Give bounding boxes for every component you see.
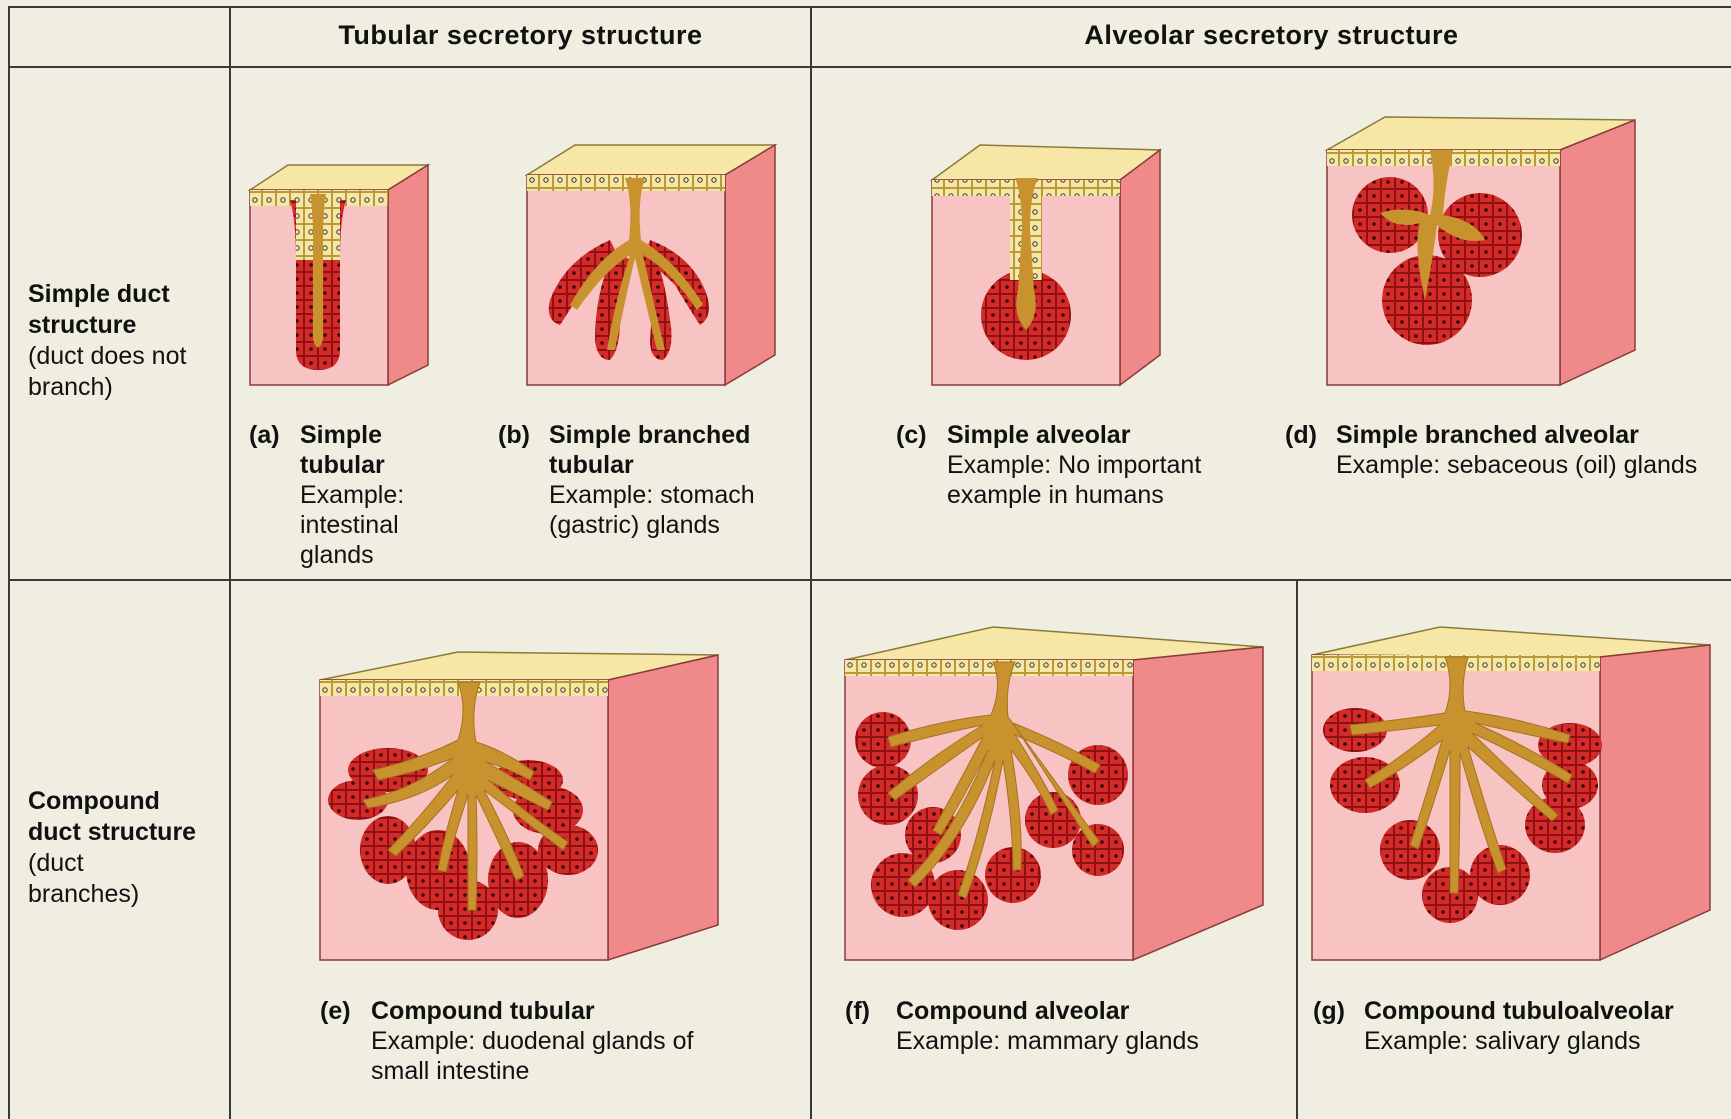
header-divider [8, 66, 1731, 68]
row-label-compound: Compound duct structure (duct branches) [28, 786, 198, 910]
gland-simple-tubular [248, 160, 433, 390]
caption-example: Example: No important example in humans [947, 450, 1266, 510]
column-header-alveolar: Alveolar secretory structure [812, 20, 1731, 51]
row-divider [8, 579, 1731, 581]
gland-simple-alveolar [930, 140, 1170, 390]
caption-name: Compound tubuloalveolar [1364, 996, 1723, 1026]
row-title: Compound duct structure [28, 786, 198, 848]
col-divider-2 [810, 6, 812, 1119]
caption-letter: (f) [845, 996, 870, 1026]
caption-letter: (d) [1285, 420, 1317, 450]
caption-name: Compound tubular [371, 996, 740, 1026]
caption-c: (c) Simple alveolar Example: No importan… [896, 420, 1266, 510]
gland-compound-alveolar [843, 625, 1268, 965]
frame-top [8, 6, 1731, 8]
caption-name: Simple alveolar [947, 420, 1266, 450]
col-divider-3 [1296, 579, 1298, 1119]
gland-compound-tubuloalveolar [1310, 625, 1715, 965]
gland-simple-branched-alveolar [1325, 105, 1640, 390]
caption-name: Simple branched tubular [549, 420, 803, 480]
caption-b: (b) Simple branched tubular Example: sto… [498, 420, 803, 540]
caption-letter: (e) [320, 996, 351, 1026]
caption-f: (f) Compound alveolar Example: mammary g… [845, 996, 1285, 1056]
caption-name: Compound alveolar [896, 996, 1285, 1026]
row-note: (duct does not branch) [28, 342, 186, 401]
caption-example: Example: salivary glands [1364, 1026, 1723, 1056]
row-label-simple: Simple duct structure (duct does not bra… [28, 279, 218, 403]
caption-letter: (c) [896, 420, 927, 450]
caption-letter: (b) [498, 420, 530, 450]
gland-compound-tubular [318, 650, 723, 970]
caption-example: Example: duodenal glands of small intest… [371, 1026, 740, 1086]
caption-a: (a) Simple tubular Example: intestinal g… [249, 420, 439, 570]
caption-g: (g) Compound tubuloalveolar Example: sal… [1313, 996, 1723, 1056]
gland-simple-branched-tubular [525, 140, 780, 390]
column-header-tubular: Tubular secretory structure [231, 20, 810, 51]
caption-letter: (g) [1313, 996, 1345, 1026]
caption-example: Example: stomach (gastric) glands [549, 480, 803, 540]
caption-example: Example: sebaceous (oil) glands [1336, 450, 1725, 480]
caption-e: (e) Compound tubular Example: duodenal g… [320, 996, 740, 1086]
row-note: (duct branches) [28, 849, 139, 908]
row-title: Simple duct structure [28, 279, 218, 341]
caption-name: Simple branched alveolar [1336, 420, 1725, 450]
col-divider-1 [229, 6, 231, 1119]
caption-name: Simple tubular [300, 420, 439, 480]
caption-letter: (a) [249, 420, 280, 450]
caption-example: Example: intestinal glands [300, 480, 439, 570]
frame-left [8, 6, 10, 1119]
caption-d: (d) Simple branched alveolar Example: se… [1285, 420, 1725, 480]
caption-example: Example: mammary glands [896, 1026, 1285, 1056]
